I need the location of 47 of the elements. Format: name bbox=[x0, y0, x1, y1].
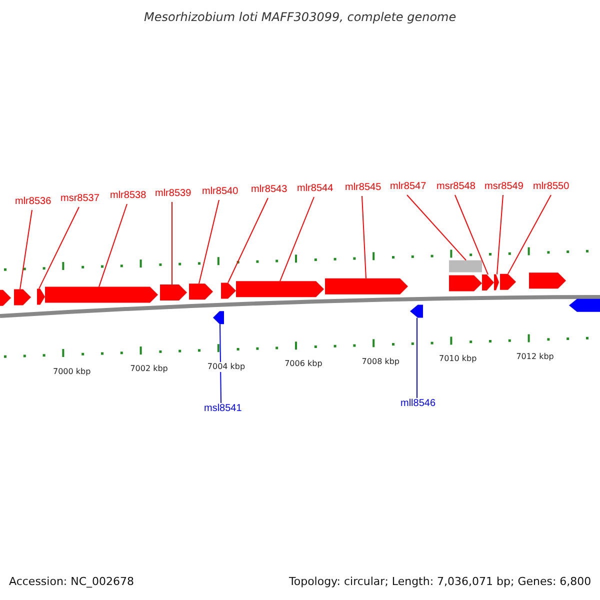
leader-line bbox=[220, 324, 222, 404]
leader-line bbox=[362, 196, 366, 279]
gene-feature bbox=[0, 290, 11, 306]
gene-label: msl8541 bbox=[204, 404, 242, 414]
diagram-title: Mesorhizobium loti MAFF303099, complete genome bbox=[144, 11, 456, 23]
gene-feature bbox=[529, 272, 566, 289]
gene-label: mlr8547 bbox=[390, 182, 426, 192]
gene-bar bbox=[449, 260, 482, 272]
scale-label: 7000 kbp bbox=[53, 366, 91, 377]
gene-label: mlr8540 bbox=[202, 187, 238, 197]
gene-feature bbox=[160, 284, 187, 300]
leader-line bbox=[496, 194, 504, 275]
gene-label: msr8548 bbox=[436, 182, 476, 192]
scale-label: 7002 kbp bbox=[130, 364, 168, 374]
gene-label: msr8549 bbox=[484, 182, 524, 192]
leader-line bbox=[406, 194, 466, 261]
leader-line bbox=[280, 196, 314, 282]
leader-line bbox=[20, 210, 32, 290]
gene-feature bbox=[14, 289, 31, 306]
footer-text: Topology: circular; Length: 7,036,071 bp; Genes: 6,800 bbox=[289, 576, 592, 587]
footer-text: Accession: NC_002678 bbox=[9, 576, 134, 587]
gene-label: mlr8539 bbox=[155, 189, 192, 199]
gene-label: msr8537 bbox=[60, 194, 100, 204]
scale-label: 7008 kbp bbox=[362, 356, 400, 367]
gene-label: mlr8543 bbox=[251, 185, 288, 195]
gene-label: mll8546 bbox=[400, 399, 436, 409]
gene-feature bbox=[189, 284, 213, 300]
leader-line bbox=[198, 200, 220, 284]
gene-label: mlr8550 bbox=[533, 182, 570, 192]
gene-label: mlr8545 bbox=[345, 183, 382, 193]
scale-label: 7010 kbp bbox=[439, 354, 477, 364]
scale-label: 7006 kbp bbox=[284, 359, 322, 370]
leader-line bbox=[38, 206, 80, 290]
leader-line bbox=[98, 204, 128, 288]
gene-label: mlr8536 bbox=[15, 197, 52, 207]
leader-line bbox=[508, 194, 552, 274]
gene-label: mlr8538 bbox=[110, 191, 146, 201]
gene-feature bbox=[569, 298, 600, 312]
gene-feature bbox=[325, 278, 408, 294]
leader-line bbox=[454, 194, 488, 276]
scale-label: 7012 kbp bbox=[516, 352, 554, 362]
leader-line bbox=[228, 198, 268, 284]
leader-line bbox=[416, 317, 418, 398]
gene-feature bbox=[410, 304, 423, 318]
scale-label: 7004 kbp bbox=[207, 362, 246, 372]
gene-feature bbox=[213, 311, 224, 324]
gene-label: mlr8544 bbox=[297, 184, 334, 194]
